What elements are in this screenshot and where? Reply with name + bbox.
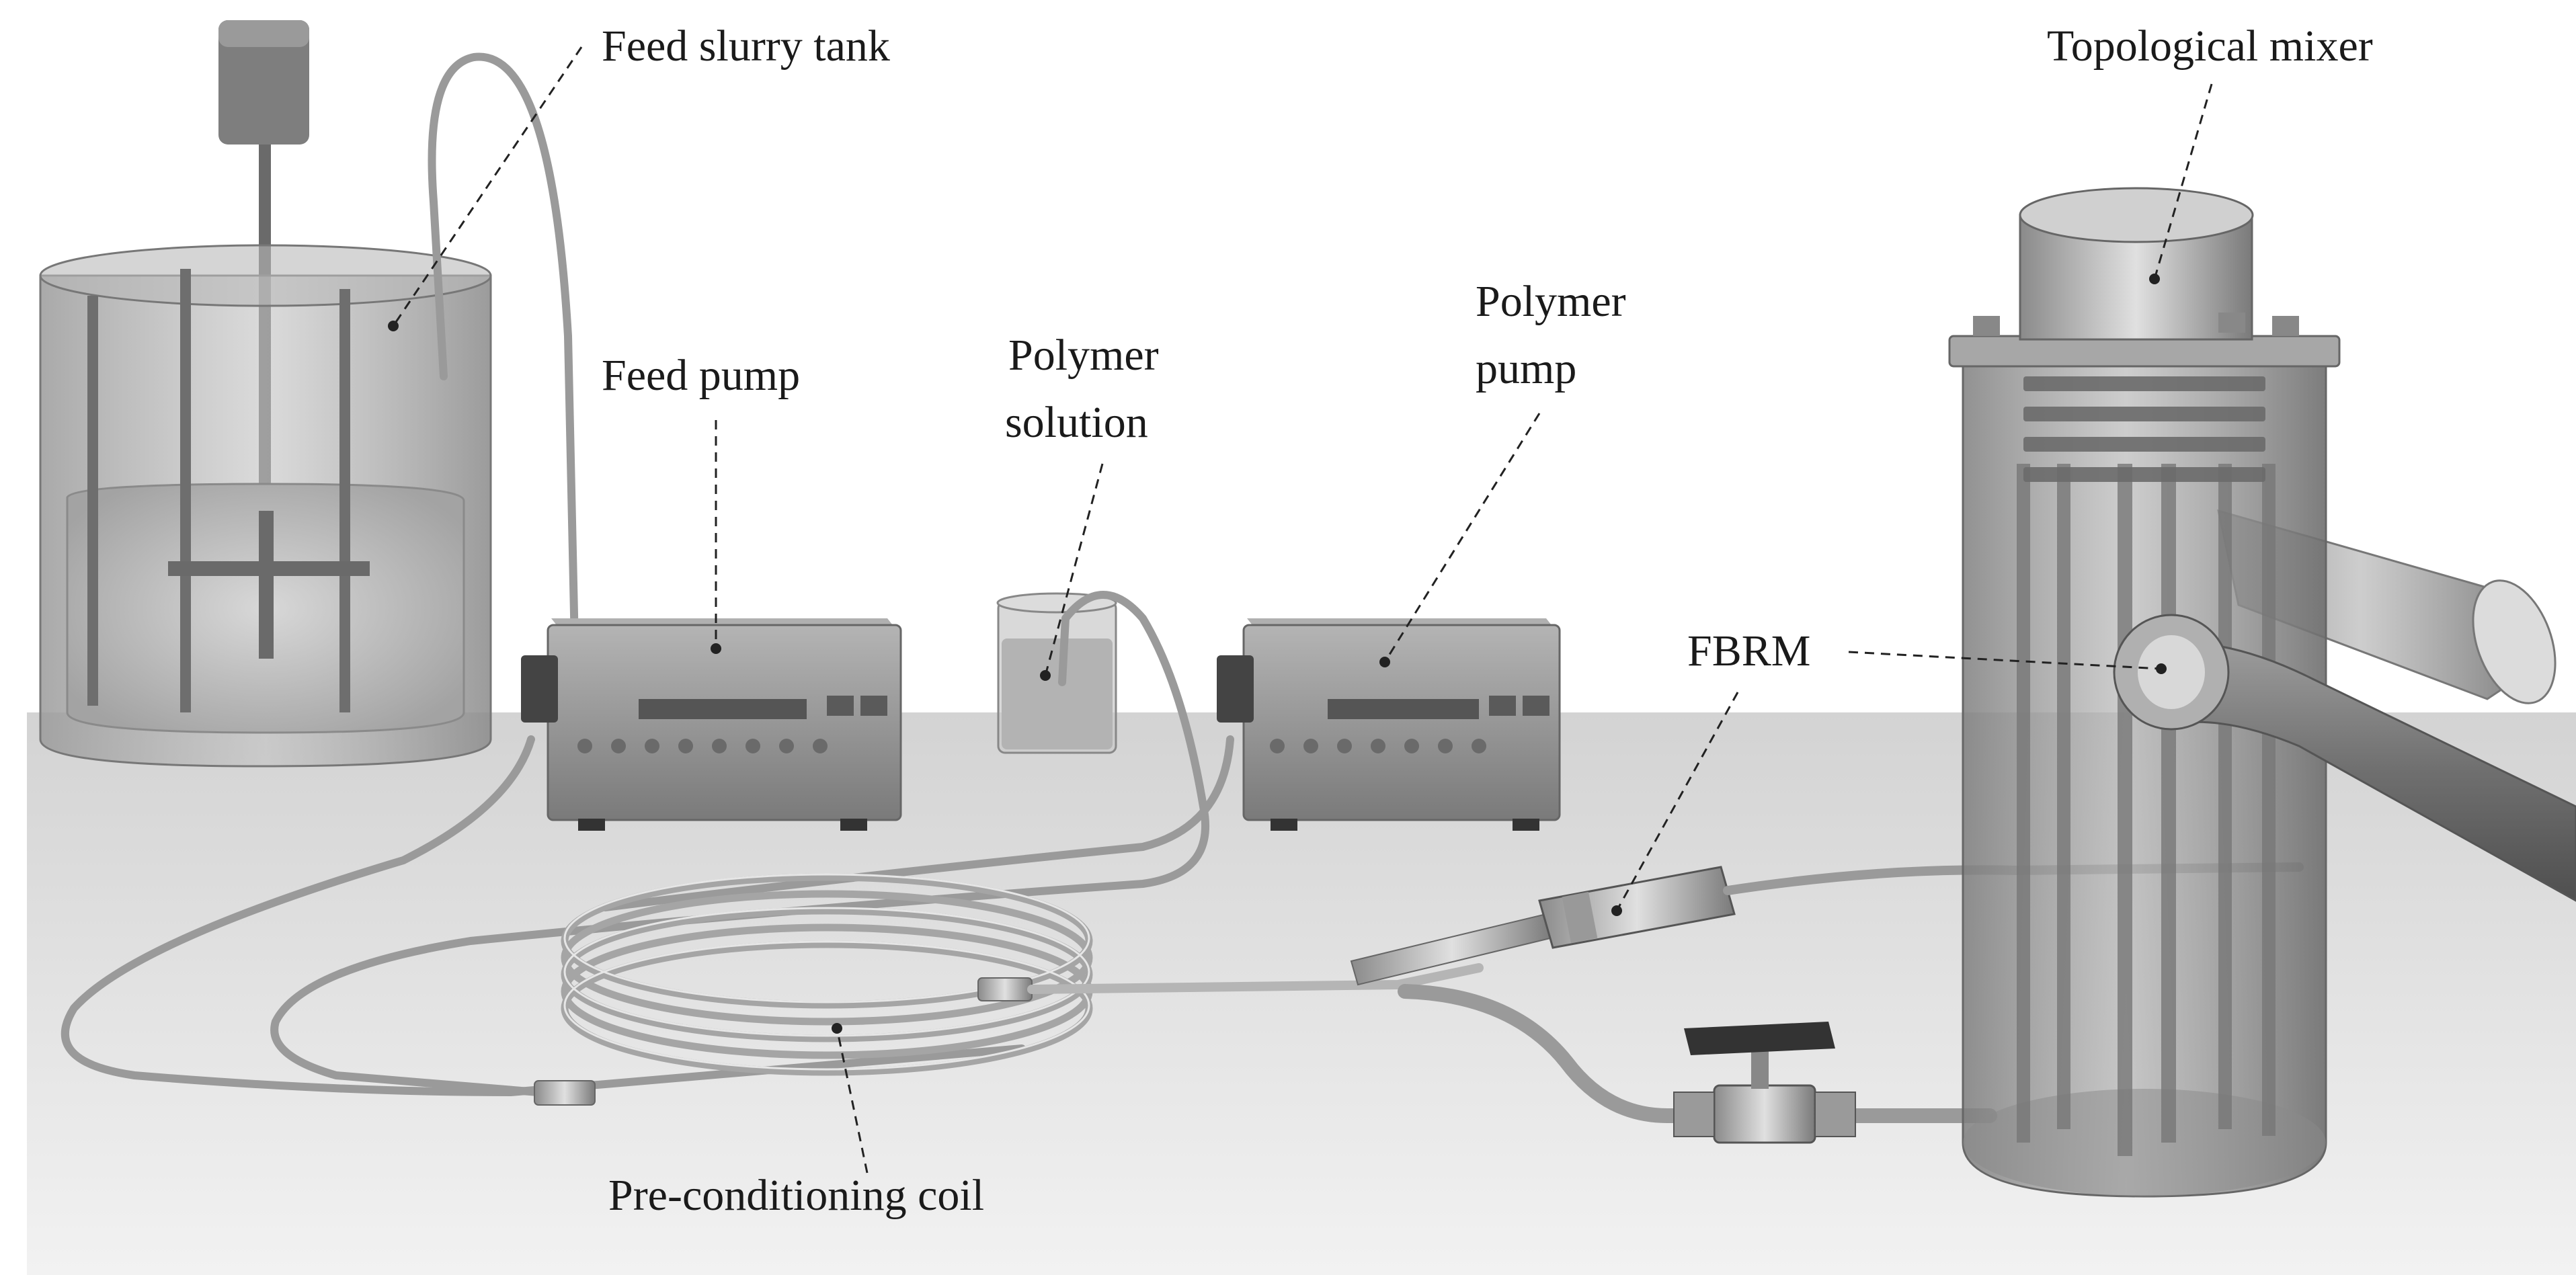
polymer-pump-display xyxy=(1328,699,1479,719)
mixer-bottom xyxy=(1963,1089,2326,1196)
valve-stem xyxy=(1751,1048,1769,1089)
leader-preconditioning-coil xyxy=(836,1028,869,1174)
label-polymer-solution-line1: Polymer xyxy=(1008,331,1159,380)
feed-pump-foot xyxy=(840,819,867,831)
leader-topological-mixer xyxy=(2153,83,2213,280)
label-fbrm: FBRM xyxy=(1687,626,1810,675)
feed-pump-display xyxy=(639,699,807,719)
valve-handle xyxy=(1684,1022,1835,1055)
label-polymer-pump-line1: Polymer xyxy=(1476,277,1626,326)
label-topological-mixer: Topological mixer xyxy=(2047,22,2373,71)
label-polymer-pump-line2: pump xyxy=(1476,344,1576,393)
feed-pump-foot xyxy=(578,819,605,831)
floor-white-band xyxy=(0,712,27,1275)
baffle xyxy=(339,289,350,712)
topological-mixer xyxy=(1948,187,2576,1198)
leader-feed-slurry-tank xyxy=(392,46,583,327)
baffle xyxy=(87,296,98,706)
baffle xyxy=(180,269,191,712)
polymer-pump xyxy=(1217,618,1561,831)
polymer-pump-foot xyxy=(1513,819,1539,831)
feed-pump-head xyxy=(521,655,558,723)
mixer-lid-bolts xyxy=(1973,313,2299,336)
stirrer-motor xyxy=(218,20,309,145)
polymer-pump-body xyxy=(1242,624,1561,821)
feed-slurry-tank xyxy=(39,20,492,768)
leader-polymer-solution xyxy=(1044,463,1104,676)
mixer-vessel xyxy=(1962,348,2327,1198)
ball-valve xyxy=(1673,1022,1856,1144)
polymer-outlet-tube xyxy=(601,735,1234,911)
polymer-pump-head xyxy=(1217,655,1254,723)
feed-outlet-tube xyxy=(61,735,1026,1096)
label-preconditioning-coil: Pre-conditioning coil xyxy=(608,1171,984,1220)
feed-pump-body xyxy=(547,624,902,821)
polymer-tube xyxy=(270,591,1210,1096)
mixer-lid xyxy=(1948,335,2341,368)
valve-pipe xyxy=(1398,984,1997,1123)
coil-fitting xyxy=(534,1080,596,1106)
coil-fitting xyxy=(977,977,1033,1001)
coil-highlights xyxy=(563,873,1090,1071)
polymer-pump-buttons xyxy=(1270,739,1486,753)
feed-tube xyxy=(428,52,579,649)
leader-fbrm-probe xyxy=(1615,692,1739,911)
feed-pump-buttons xyxy=(577,739,828,753)
polymer-pump-foot xyxy=(1271,819,1297,831)
label-feed-slurry-tank: Feed slurry tank xyxy=(602,22,890,71)
leader-fbrm-mixer xyxy=(1848,651,2162,670)
tank-rim xyxy=(39,244,492,307)
mixer-discs xyxy=(2023,376,2265,482)
polymer-solution-beaker xyxy=(996,592,1117,754)
label-polymer-solution-line2: solution xyxy=(1005,398,1148,447)
leader-polymer-pump xyxy=(1383,413,1541,663)
label-feed-pump: Feed pump xyxy=(602,351,800,400)
feed-pump xyxy=(521,618,902,831)
transfer-tube xyxy=(1027,963,1484,994)
fbrm-collar xyxy=(1562,891,1598,944)
valve-body xyxy=(1713,1084,1816,1144)
beaker-liquid xyxy=(1002,639,1113,749)
